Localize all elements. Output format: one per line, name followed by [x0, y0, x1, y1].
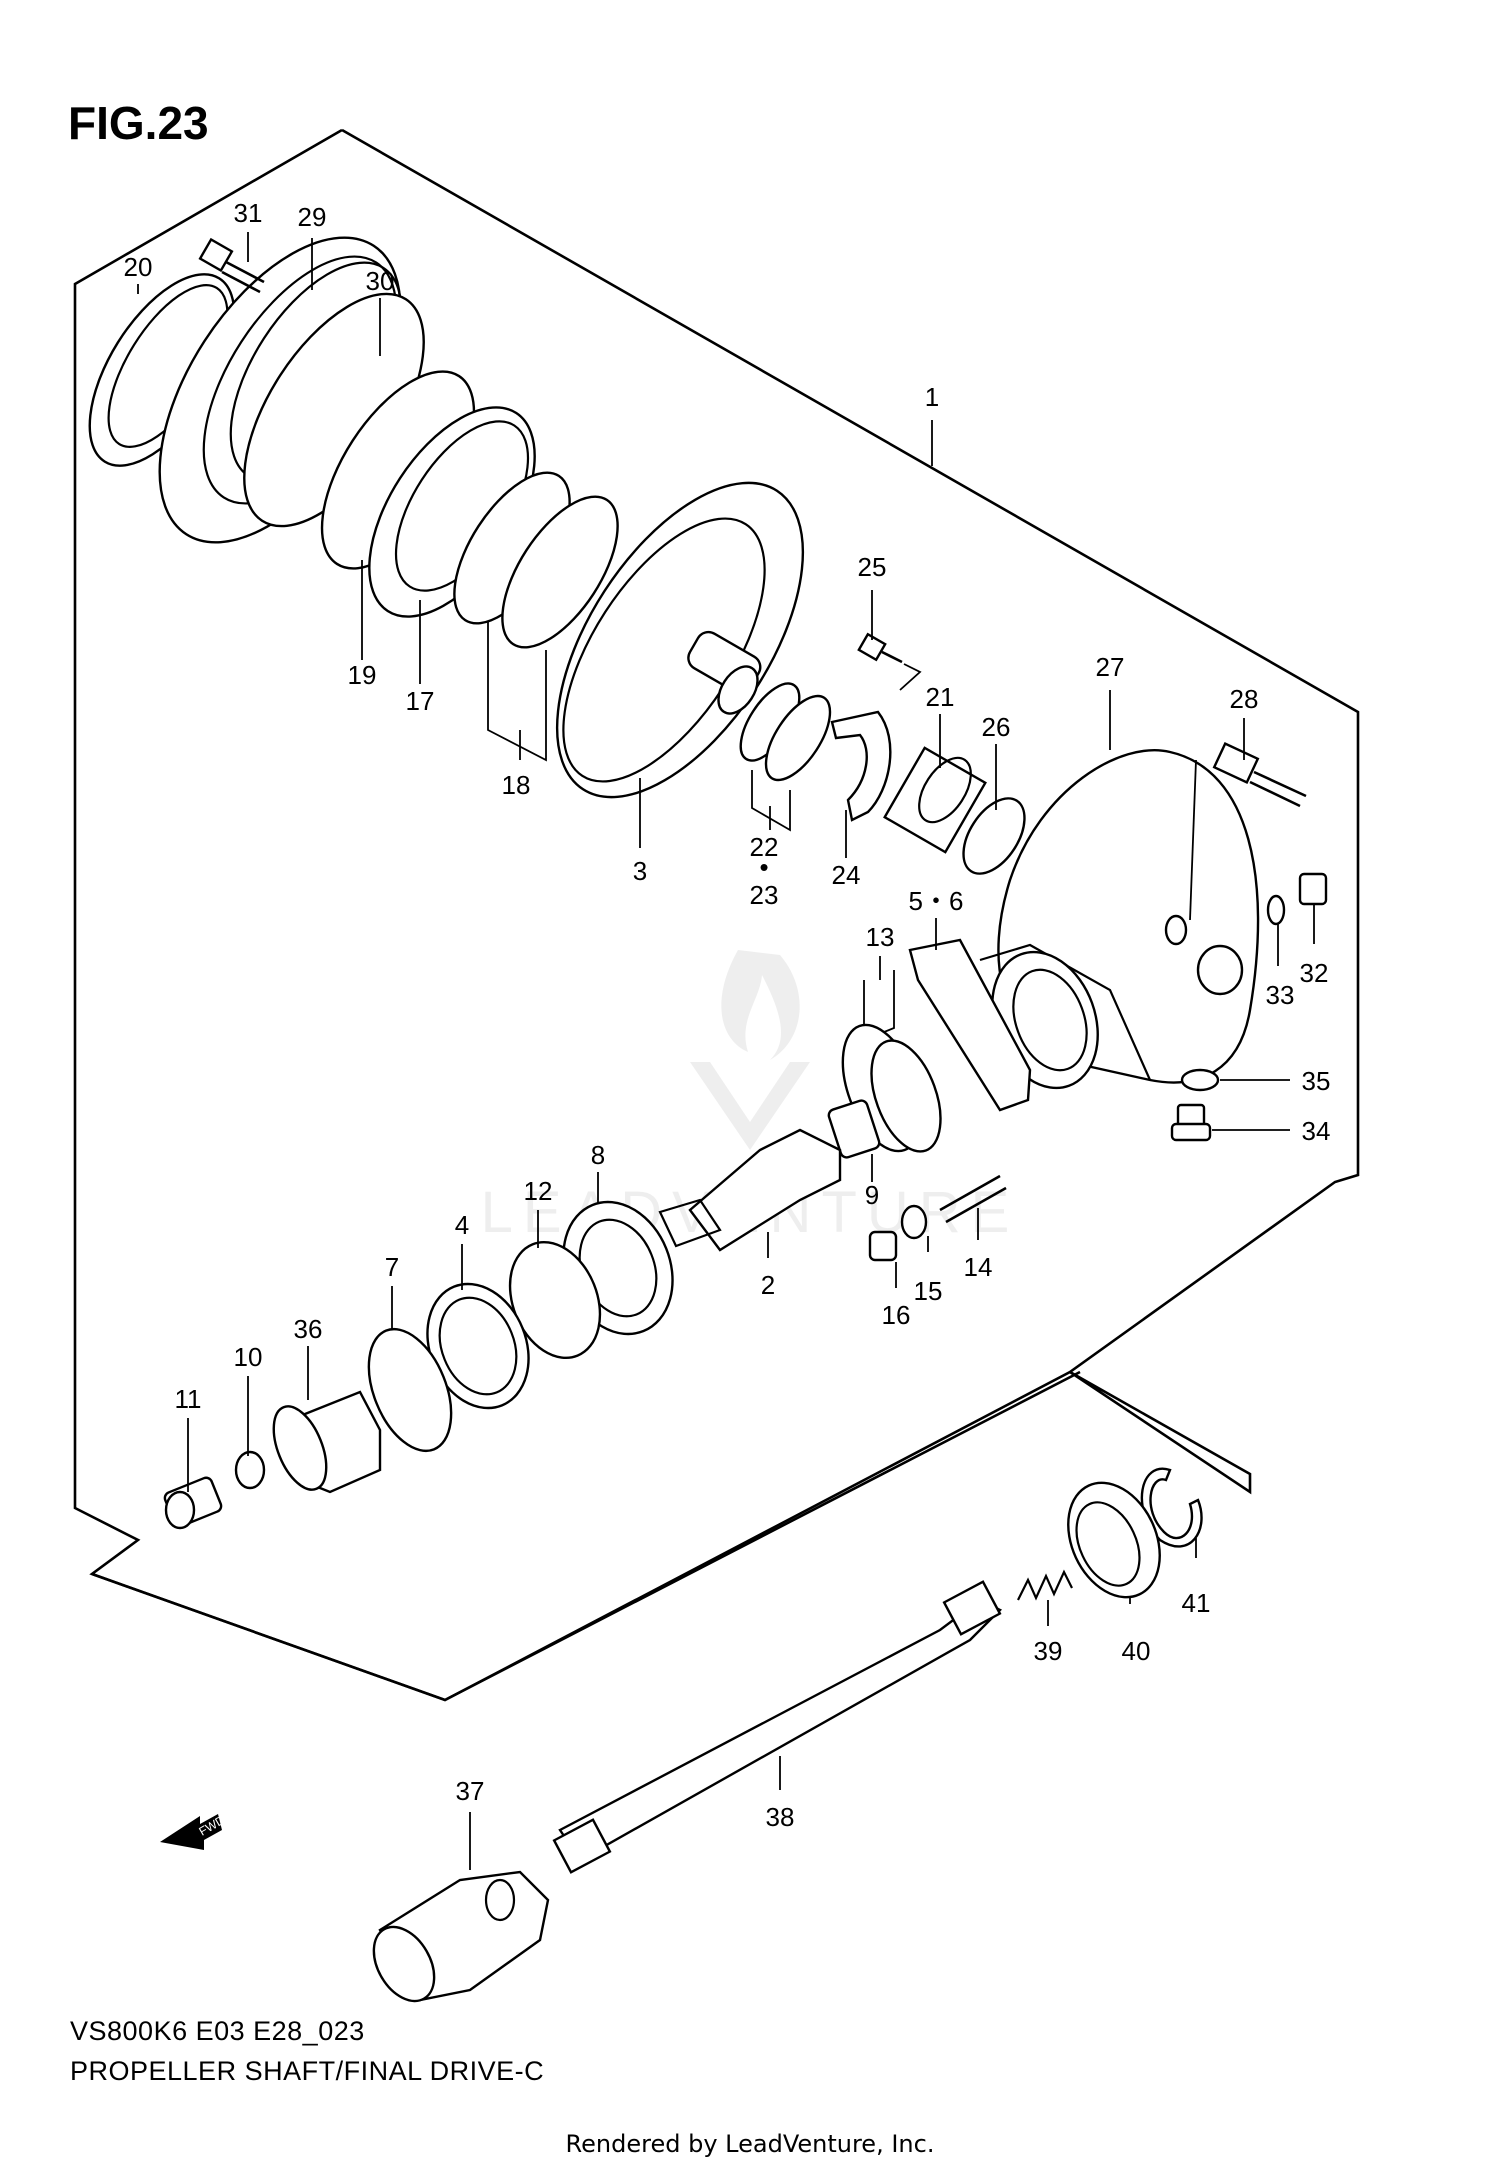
callout-33: 33 [1266, 980, 1295, 1010]
callout-9: 9 [865, 1180, 879, 1210]
callout-20: 20 [124, 252, 153, 282]
callout-18: 18 [502, 770, 531, 800]
part-39-spring [1017, 1569, 1073, 1601]
part-18-shims [453, 471, 619, 762]
part-41-circlip [1140, 1467, 1203, 1548]
callout-17: 17 [406, 686, 435, 716]
callout-11: 11 [175, 1384, 202, 1414]
callout-41: 41 [1182, 1588, 1211, 1618]
callout-39: 39 [1034, 1636, 1063, 1666]
callout-15: 15 [914, 1276, 943, 1306]
fwd-arrow-icon: FWD [160, 1813, 227, 1850]
part-27-final-drive-case [979, 749, 1260, 1090]
part-40-oil-seal [1067, 1481, 1161, 1599]
part-33-gasket [1266, 894, 1286, 926]
callout-23: 23 [750, 880, 779, 910]
callout-24: 24 [832, 860, 861, 890]
diagram-caption: PROPELLER SHAFT/FINAL DRIVE-C [70, 2056, 545, 2086]
part-5-6-gasket [908, 938, 1032, 1112]
leader-lines [137, 232, 1315, 1870]
part-25-bolt [857, 632, 922, 691]
callout-34: 34 [1302, 1116, 1331, 1146]
callout-35: 35 [1302, 1066, 1331, 1096]
callout-27: 27 [1096, 652, 1125, 682]
part-24-bearing-retainer [830, 710, 892, 822]
callout-7: 7 [385, 1252, 399, 1282]
callout-10: 10 [234, 1342, 263, 1372]
callout-40: 40 [1122, 1636, 1151, 1666]
callout-37: 37 [456, 1776, 485, 1806]
callout-38: 38 [766, 1802, 795, 1832]
callout-22: 22 [750, 832, 779, 862]
part-11-nut [163, 1476, 223, 1530]
assembly-frame [73, 128, 1360, 1702]
callout-22-23-dot: • [759, 852, 768, 882]
part-2-drive-bevel-gear [658, 1128, 842, 1252]
figure-title: FIG.23 [68, 97, 209, 149]
part-37-universal-joint [372, 1870, 550, 2003]
callout-1: 1 [925, 382, 939, 412]
part-16-nut [868, 1230, 898, 1262]
callout-26: 26 [982, 712, 1011, 742]
part-28-stud-bolt [1212, 742, 1307, 808]
part-26-shim [962, 797, 1026, 875]
callout-30: 30 [366, 266, 395, 296]
callout-19: 19 [348, 660, 377, 690]
part-15-washer [900, 1204, 928, 1240]
callout-4: 4 [455, 1210, 469, 1240]
callouts: 31 29 20 30 1 25 27 28 19 17 18 3 21 26 … [124, 198, 1331, 1832]
part-10-washer [234, 1450, 266, 1490]
callout-21: 21 [926, 682, 955, 712]
part-34-drain-plug [1170, 1103, 1212, 1142]
callout-3: 3 [633, 856, 647, 886]
callout-13: 13 [866, 922, 895, 952]
render-credit: Rendered by LeadVenture, Inc. [565, 2130, 935, 2158]
part-21-needle-bearing [883, 746, 987, 854]
callout-12: 12 [524, 1176, 553, 1206]
part-31-bolt [198, 237, 265, 294]
part-22-23-shims [739, 682, 832, 832]
callout-2: 2 [761, 1270, 775, 1300]
callout-29: 29 [298, 202, 327, 232]
callout-5-6: 5・6 [909, 886, 964, 916]
callout-28: 28 [1230, 684, 1259, 714]
part-35-gasket [1180, 1068, 1220, 1092]
callout-36: 36 [294, 1314, 323, 1344]
callout-31: 31 [234, 198, 263, 228]
part-9-bearing [827, 1099, 881, 1159]
part-14-stud [939, 1174, 1007, 1224]
part-3-ring-gear [555, 481, 805, 799]
callout-14: 14 [964, 1252, 993, 1282]
callout-25: 25 [858, 552, 887, 582]
part-38-propeller-shaft [552, 1580, 1003, 1874]
model-code: VS800K6 E03 E28_023 [70, 2016, 365, 2046]
part-7-o-ring [367, 1327, 453, 1453]
callout-32: 32 [1300, 958, 1329, 988]
part-32-plug [1298, 872, 1328, 906]
callout-16: 16 [882, 1300, 911, 1330]
shaft-frame [91, 1370, 1081, 1702]
part-36-coupling [272, 1390, 382, 1494]
callout-8: 8 [591, 1140, 605, 1170]
